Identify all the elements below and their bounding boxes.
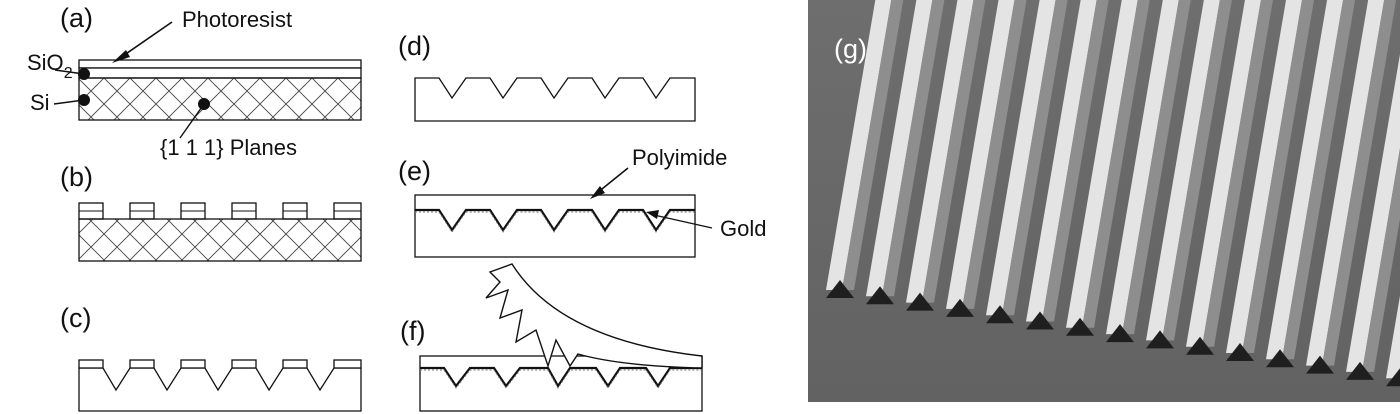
ridge-face-dark (882, 0, 945, 297)
ridge-face-light (946, 0, 1015, 309)
ridge-array (826, 0, 1400, 387)
polyimide-label: Polyimide (632, 145, 727, 170)
gold-layer (415, 208, 695, 232)
panel-d-label: (d) (398, 31, 431, 61)
panel-d: (d) (398, 31, 696, 122)
etched-substrate (78, 367, 362, 412)
photoresist-layer (78, 59, 362, 69)
panel-e: (e) Polyimide Gold (398, 145, 766, 258)
ridge-face-dark (1362, 148, 1400, 372)
ridge-face-dark (1002, 0, 1068, 316)
panel-b: (b) (60, 162, 362, 262)
arrow-icon (596, 167, 629, 194)
oxide-mask-caps (78, 359, 362, 369)
gold-label: Gold (720, 216, 766, 241)
ridge-face-dark (1082, 0, 1150, 328)
arrow-head-icon (590, 186, 605, 199)
ridge-face-light (906, 0, 974, 303)
pyramid-tip (866, 286, 894, 305)
pyramid-tip (906, 292, 934, 311)
exposed-grooves (420, 366, 702, 389)
gold-dotted-line (415, 211, 695, 233)
panel-f-label: (f) (400, 316, 425, 346)
ridge-face-light (1386, 295, 1400, 379)
ridge-face-light (1026, 0, 1097, 322)
panel-c-label: (c) (60, 303, 91, 333)
pyramid-tip (1186, 336, 1214, 355)
arrow-icon (119, 21, 173, 59)
panel-a-label: (a) (60, 3, 93, 33)
pyramid-tip (826, 280, 854, 298)
arrow-head-icon (112, 50, 130, 63)
dot-marker-icon (78, 68, 90, 80)
pyramid-tip (1386, 368, 1400, 387)
pyramid-tip (1306, 355, 1334, 374)
panel-a: (a) Photoresist SiO2 Si {1 1 1} Planes (27, 3, 362, 160)
ridge-face-dark (1042, 0, 1109, 322)
ridge-face-light (1266, 0, 1344, 360)
pyramid-tip (1106, 324, 1134, 343)
ridge-face-light (866, 0, 933, 297)
ridge-face-light (826, 0, 892, 290)
silicon-substrate (78, 77, 362, 121)
mask-islands (78, 202, 362, 220)
peeled-polyimide-film (485, 263, 703, 369)
planes-pointer (179, 103, 205, 139)
ridge-face-dark (922, 0, 986, 303)
ridge-face-light (1106, 0, 1179, 335)
pyramid-tip (1146, 330, 1174, 349)
grooved-silicon (414, 77, 696, 122)
ridge-face-dark (1202, 0, 1273, 347)
pyramid-tip (1226, 343, 1254, 361)
ridge-face-dark (962, 0, 1027, 309)
sio2-label: SiO2 (27, 50, 73, 82)
ridge-face-dark (842, 0, 904, 290)
panel-g-label: (g) (834, 34, 867, 64)
ridge-face-light (1066, 0, 1138, 328)
gold-pointer (653, 214, 713, 229)
ridge-face-light (1346, 54, 1400, 372)
panel-e-label: (e) (398, 156, 431, 186)
panel-c: (c) (60, 303, 362, 412)
arrow-head-icon (646, 210, 659, 219)
ridge-face-dark (1162, 0, 1232, 341)
pyramid-tip (946, 298, 974, 317)
pyramid-tip (1026, 311, 1054, 330)
polyimide-layer (414, 194, 696, 258)
panel-b-label: (b) (60, 162, 93, 192)
panel-f: (f) (400, 263, 703, 412)
pyramid-tip (1066, 317, 1094, 336)
planes-label: {1 1 1} Planes (160, 135, 297, 160)
sem-micrograph: (g) (808, 0, 1400, 402)
pyramid-tip (1266, 349, 1294, 368)
pyramid-tip (1346, 361, 1374, 380)
ridge-face-light (986, 0, 1056, 316)
ridge-face-light (1226, 0, 1303, 353)
sio2-label-base: SiO (27, 50, 64, 75)
ridge-face-dark (1242, 0, 1315, 353)
si-label: Si (30, 90, 50, 115)
photoresist-label: Photoresist (182, 7, 292, 32)
sio2-label-subscript: 2 (64, 65, 73, 82)
sio2-layer (78, 67, 362, 79)
ridge-face-dark (1282, 0, 1356, 360)
ridge-face-light (1306, 0, 1385, 366)
ridge-face-dark (1322, 0, 1397, 366)
pyramid-tip (986, 305, 1014, 324)
gold-dotted-line (420, 369, 702, 389)
silicon-substrate (78, 218, 362, 262)
ridge-face-light (1186, 0, 1261, 347)
ridge-face-dark (1122, 0, 1191, 335)
ridge-face-light (1146, 0, 1220, 341)
dot-marker-icon (78, 94, 90, 106)
